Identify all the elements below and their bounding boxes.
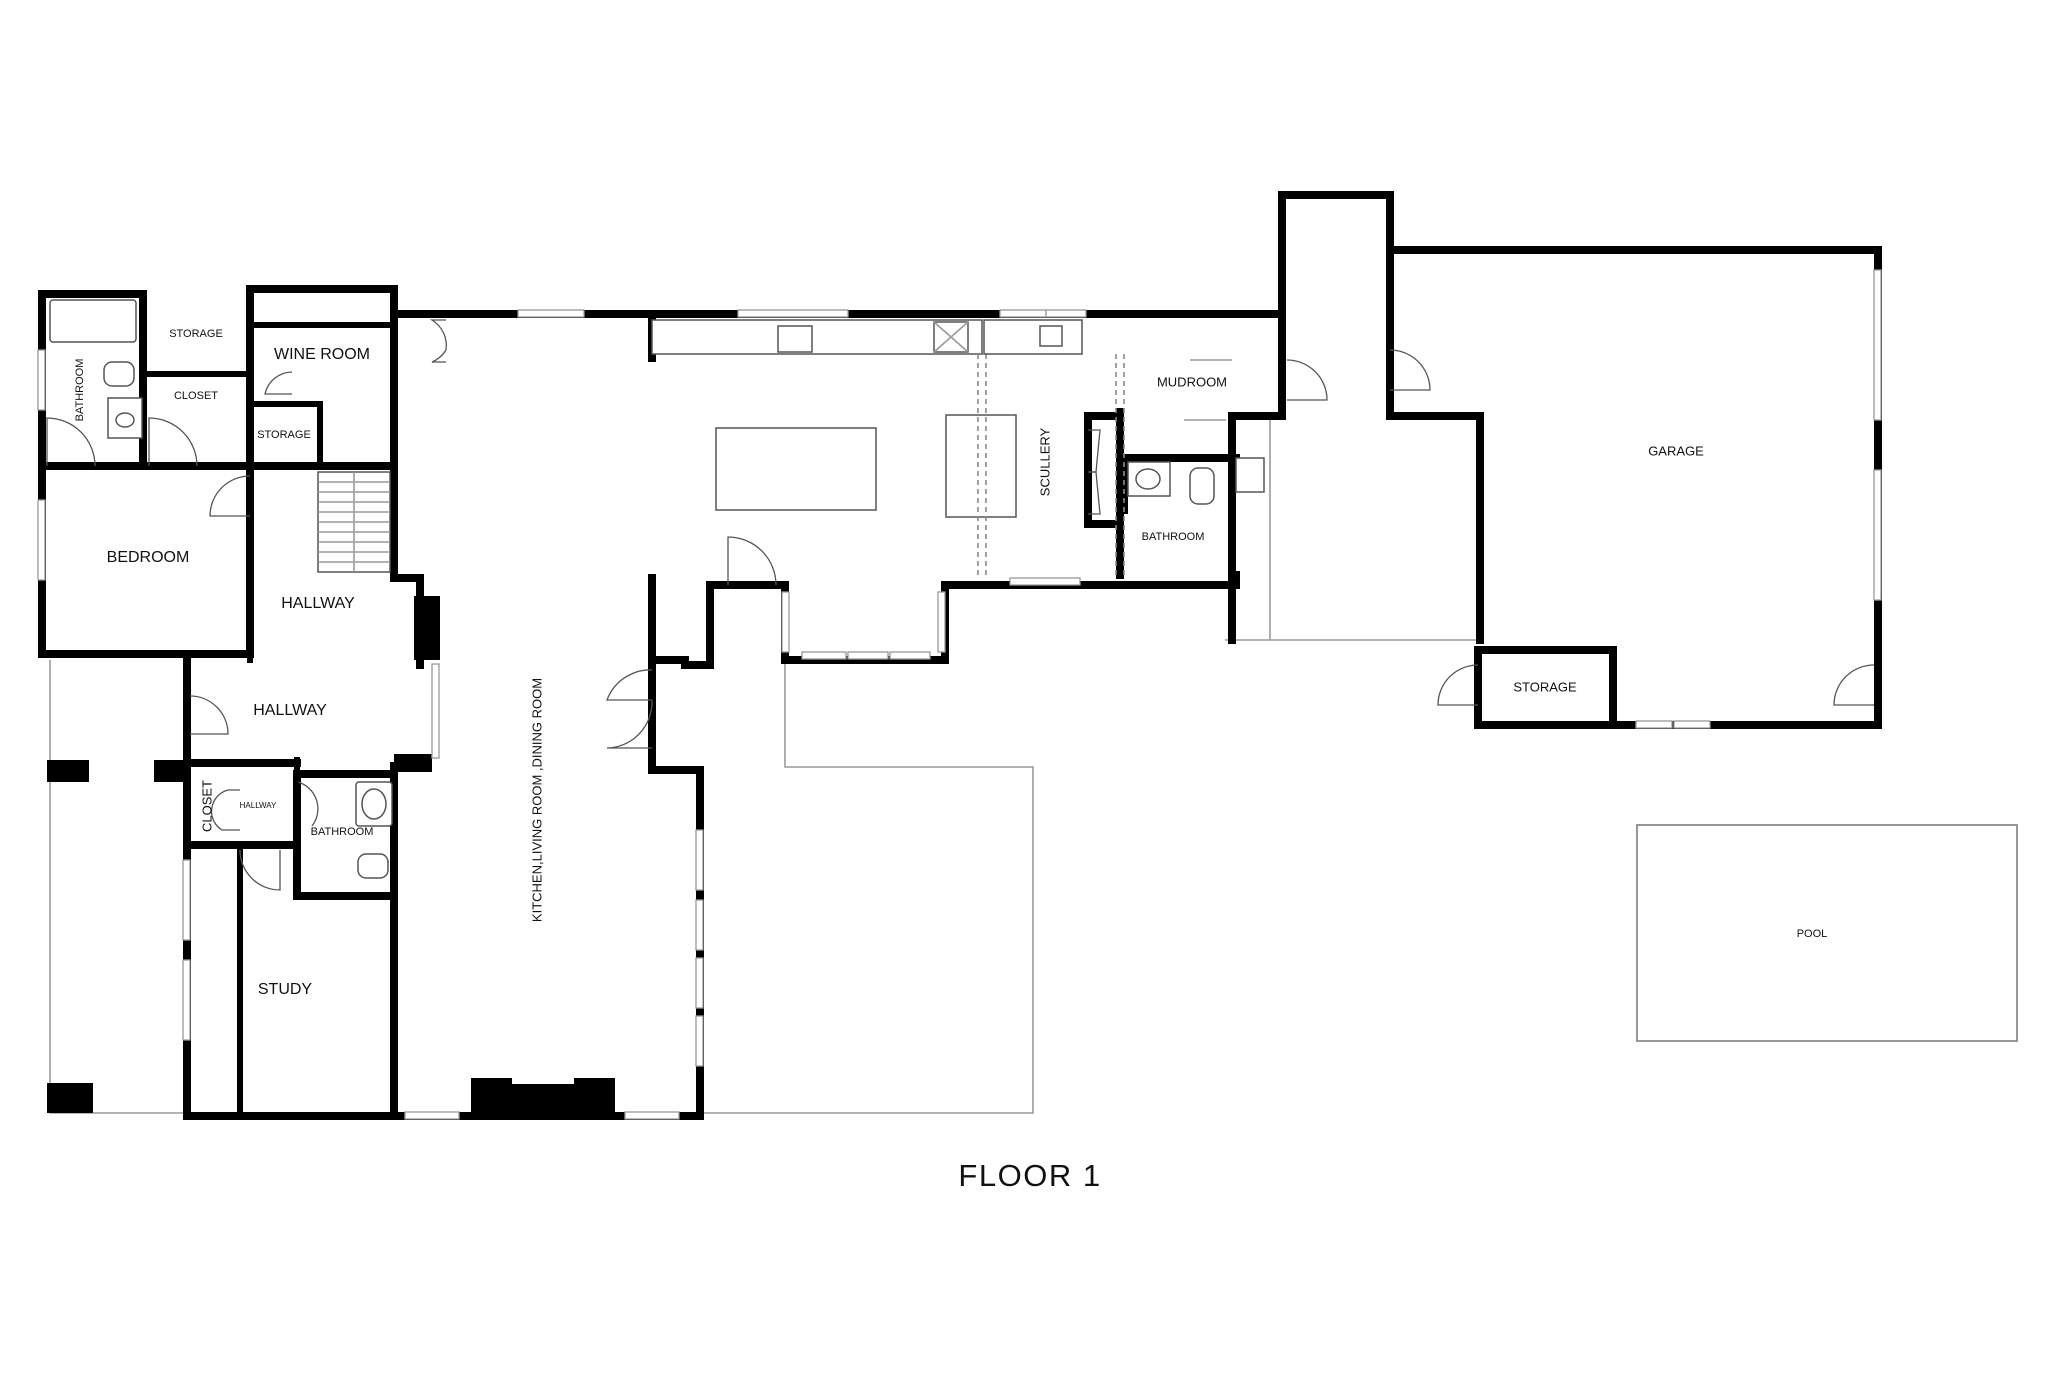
fixtures (49, 299, 1265, 879)
solid-blocks (47, 596, 615, 1113)
label-hallway-upper: HALLWAY (281, 595, 355, 612)
label-closet-top: CLOSET (174, 390, 218, 402)
interior-walls (140, 291, 397, 1119)
label-garage: GARAGE (1648, 443, 1704, 458)
label-bathroom-nw: BATHROOM (74, 359, 86, 422)
label-storage-garage: STORAGE (1513, 679, 1577, 694)
label-mudroom: MUDROOM (1157, 374, 1227, 389)
label-bedroom: BEDROOM (107, 549, 190, 566)
floor-title: FLOOR 1 (958, 1158, 1101, 1193)
room-labels: STORAGE WINE ROOM BATHROOM CLOSET STORAG… (74, 328, 1827, 998)
label-bathroom-east: BATHROOM (1142, 531, 1205, 543)
stair-treads (318, 472, 390, 572)
label-scullery: SCULLERY (1037, 427, 1052, 496)
label-storage-top: STORAGE (169, 328, 223, 340)
label-pool: POOL (1797, 928, 1828, 940)
label-study: STUDY (258, 981, 313, 998)
label-bathroom-mid: BATHROOM (311, 826, 374, 838)
label-hallway-tiny: HALLWAY (240, 801, 277, 810)
label-kitchen-living-dining: KITCHEN,LIVING ROOM ,DINING ROOM (529, 678, 544, 922)
doors (46, 319, 1875, 891)
label-storage-small: STORAGE (257, 429, 311, 441)
windows (37, 269, 1882, 1120)
label-hallway-lower: HALLWAY (253, 702, 327, 719)
label-wine-room: WINE ROOM (274, 346, 370, 363)
pool (1636, 824, 2018, 1042)
label-closet-small: CLOSET (199, 780, 214, 832)
